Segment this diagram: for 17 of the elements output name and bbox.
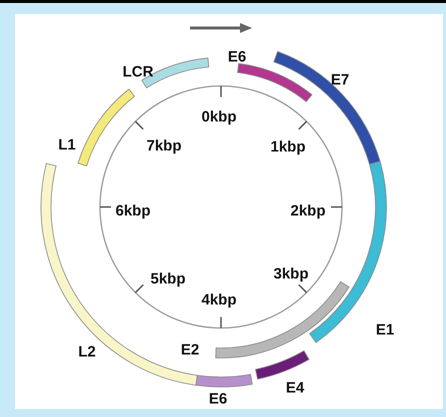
gene-label: E7 <box>330 72 350 88</box>
gene-label: E6 <box>228 48 246 66</box>
gene-label: E6 <box>208 390 228 408</box>
position-label: 2kbp <box>290 202 326 220</box>
position-label: 0kbp <box>202 108 236 126</box>
position-label: 3kbp <box>274 266 308 282</box>
gene-label: LCR <box>122 64 154 80</box>
gene-label: E2 <box>180 342 200 358</box>
position-label: 7kbp <box>146 138 182 154</box>
position-label: 4kbp <box>202 292 236 308</box>
position-label: 1kbp <box>270 138 306 156</box>
gene-label: L1 <box>58 136 76 154</box>
position-label: 6kbp <box>116 202 150 220</box>
gene-label: E4 <box>286 380 304 396</box>
position-label: 5kbp <box>150 270 186 288</box>
gene-label: L2 <box>78 344 96 360</box>
gene-label: E1 <box>376 322 394 338</box>
